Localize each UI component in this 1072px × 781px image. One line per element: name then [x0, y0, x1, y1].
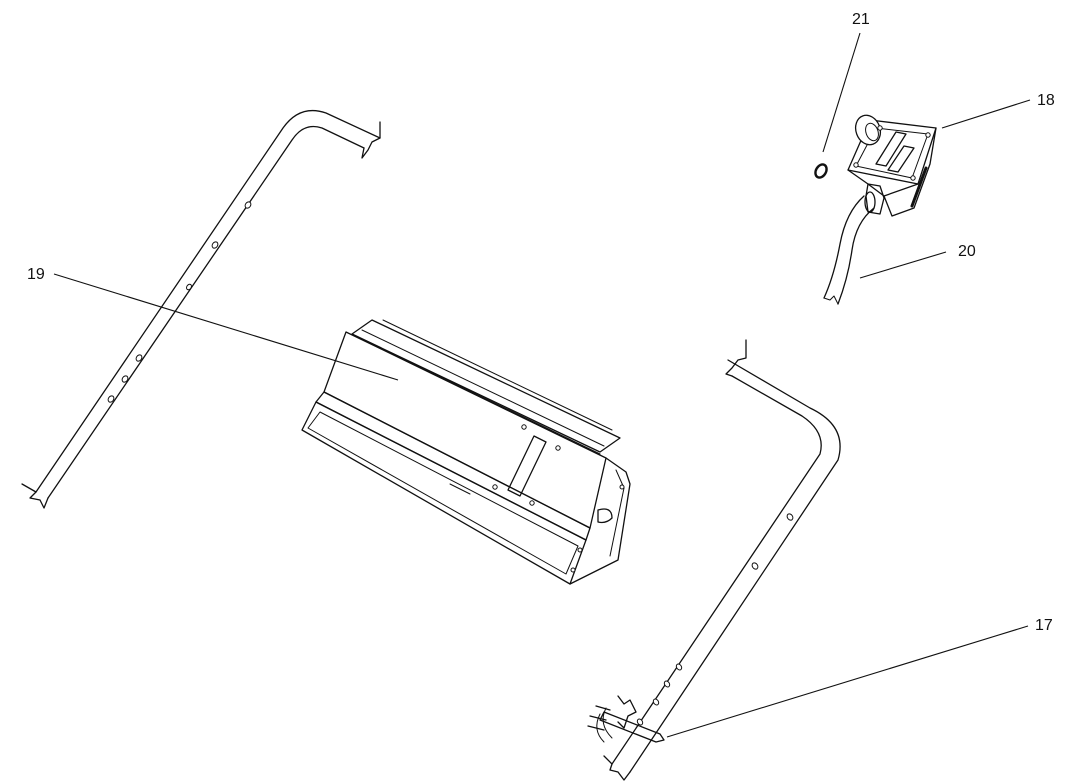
callout-labels: 17 18 19 20 21 — [27, 11, 1055, 634]
callout-leaders — [53, 32, 1031, 738]
retaining-clip — [814, 163, 828, 179]
leader-20 — [859, 251, 947, 279]
callout-17: 17 — [1035, 617, 1053, 634]
callout-19: 19 — [27, 266, 45, 283]
leader-17 — [666, 625, 1029, 738]
cable-tie-clamp — [587, 695, 665, 743]
control-panel-box — [301, 319, 631, 585]
left-handle-bar — [21, 109, 381, 509]
callout-20: 20 — [958, 243, 976, 260]
right-handle-holes — [636, 513, 794, 726]
control-switch-assembly — [823, 114, 937, 305]
right-handle-bar — [603, 339, 841, 781]
leader-21 — [822, 32, 861, 153]
leader-19 — [53, 273, 399, 381]
callout-18: 18 — [1037, 92, 1055, 109]
callout-21: 21 — [852, 11, 870, 28]
left-handle-holes — [107, 201, 252, 403]
leader-18 — [941, 99, 1031, 129]
